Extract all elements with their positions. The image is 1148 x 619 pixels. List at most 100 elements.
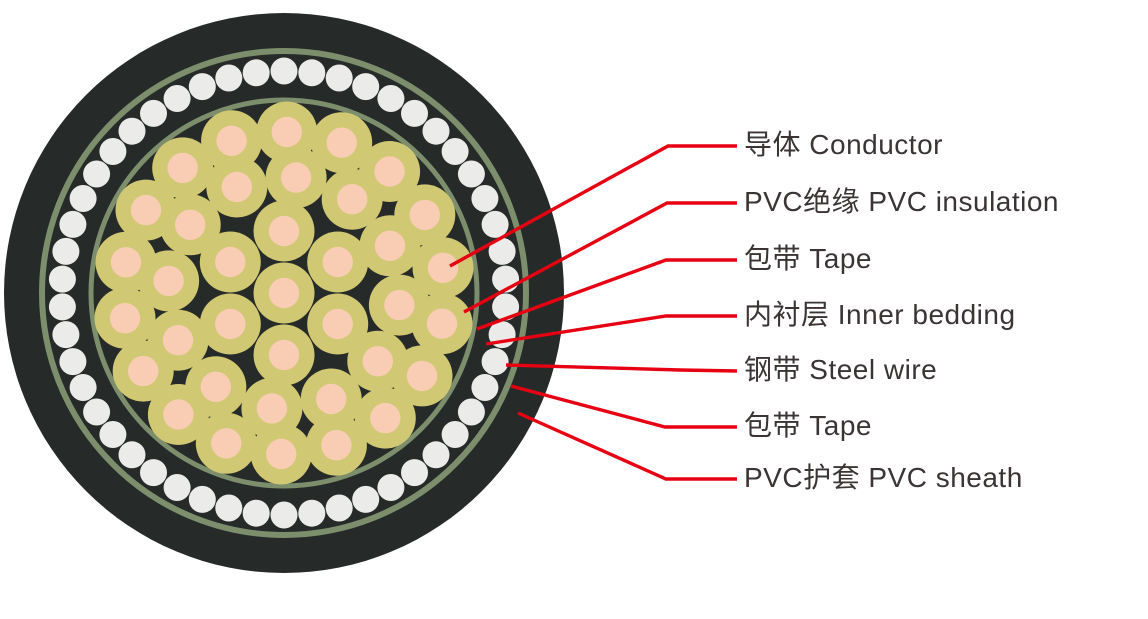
- conductor-core-circle: [130, 194, 162, 226]
- conductor-core-circle: [268, 339, 300, 371]
- steel-wire-bead: [83, 398, 111, 426]
- steel-wire-bead: [441, 138, 469, 165]
- steel-wire-bead: [118, 441, 146, 469]
- steel-wire-bead: [352, 485, 380, 513]
- steel-wire-bead: [163, 474, 191, 501]
- steel-wire-bead: [377, 85, 405, 112]
- steel-wire-bead: [325, 494, 353, 522]
- conductor-core-circle: [322, 308, 353, 340]
- steel-wire-bead: [401, 99, 428, 127]
- steel-wire-bead: [99, 138, 127, 165]
- steel-wire-bead: [83, 160, 111, 188]
- steel-wire-bead: [52, 237, 80, 265]
- callout-line-pvc-insulation: [463, 201, 737, 314]
- conductor-core-circle: [370, 402, 401, 434]
- conductor-core-circle: [426, 308, 458, 339]
- steel-wire-bead: [422, 441, 450, 469]
- conductor-core-circle: [167, 152, 198, 184]
- callout-line-tape-inner: [476, 258, 737, 331]
- steel-wire-bead: [69, 374, 97, 401]
- steel-wire-bead: [481, 210, 509, 238]
- conductor-core-circle: [153, 265, 184, 297]
- callout-line-inner-bedding: [485, 314, 737, 346]
- conductor-core-circle: [163, 399, 194, 430]
- conductor-core-circle: [128, 355, 159, 387]
- conductor-core-circle: [321, 430, 352, 461]
- steel-wire-bead: [242, 59, 270, 87]
- steel-wire-bead: [441, 421, 469, 448]
- callout-line-pvc-sheath: [517, 411, 737, 481]
- steel-wire-bead: [188, 73, 216, 101]
- steel-wire-bead: [140, 459, 167, 487]
- steel-wire-bead: [377, 474, 405, 501]
- steel-wire-bead: [99, 421, 127, 448]
- conductor-core-circle: [374, 156, 405, 187]
- steel-wire-bead: [488, 237, 516, 265]
- conductor-core-circle: [256, 393, 288, 424]
- conductor-core-circle: [384, 289, 415, 321]
- steel-wire-bead: [188, 485, 216, 513]
- steel-wire-bead: [352, 73, 380, 101]
- steel-wire-bead: [270, 57, 298, 85]
- callout-label-tape-inner: 包带 Tape: [744, 242, 872, 274]
- conductor-core-circle: [322, 246, 353, 278]
- steel-wire-bead: [457, 398, 485, 426]
- steel-wire-bead: [52, 321, 80, 349]
- conductor-core-circle: [211, 428, 242, 459]
- callout-label-conductor: 导体 Conductor: [744, 128, 943, 160]
- steel-wire-bead: [422, 117, 450, 145]
- conductor-core-circle: [326, 127, 357, 158]
- callout-line-steel-wire: [505, 363, 738, 373]
- steel-wire-bead: [118, 117, 146, 145]
- steel-wire-bead: [48, 265, 76, 293]
- callout-label-tape-outer: 包带 Tape: [744, 409, 872, 441]
- conductor-core-circle: [362, 346, 393, 377]
- conductor-core-circle: [221, 171, 252, 203]
- conductor-core-circle: [406, 360, 438, 392]
- steel-wire-bead: [492, 293, 520, 321]
- outer-tape-ring: [39, 48, 529, 538]
- steel-wire-bead: [471, 374, 499, 401]
- conductor-core-circle: [162, 325, 194, 356]
- callout-label-pvc-insulation: PVC绝缘 PVC insulation: [744, 185, 1060, 217]
- callout-label-inner-bedding: 内衬层 Inner bedding: [744, 298, 1016, 330]
- callout-label-pvc-sheath: PVC护套 PVC sheath: [744, 461, 1023, 493]
- conductor-core-circle: [266, 438, 297, 470]
- conductor-core-circle: [337, 184, 368, 215]
- steel-wire-bead: [471, 185, 499, 212]
- steel-wire-bead: [163, 85, 191, 112]
- conductor-core-circle: [109, 303, 141, 334]
- inner-tape-ring: [88, 97, 480, 489]
- steel-wire-bead: [298, 59, 326, 87]
- steel-wire-bead: [59, 210, 87, 238]
- steel-wire-bead: [401, 459, 428, 487]
- steel-wire-bead: [481, 348, 509, 376]
- conductor-core-circle: [316, 383, 347, 415]
- conductor-core-circle: [409, 199, 440, 231]
- steel-wire-bead: [325, 64, 353, 92]
- conductor-core-circle: [175, 209, 206, 240]
- steel-wire-bead: [242, 499, 270, 527]
- conductor-core-circle: [271, 116, 302, 148]
- steel-wire-bead: [215, 494, 243, 522]
- steel-wire-bead: [140, 99, 167, 127]
- callout-label-steel-wire: 钢带 Steel wire: [744, 353, 938, 385]
- conductor-core-circle: [268, 215, 300, 247]
- steel-wire-bead: [59, 348, 87, 376]
- conductor-core-circle: [280, 162, 312, 193]
- steel-wire-bead: [69, 185, 97, 212]
- steel-wire-bead: [270, 501, 298, 529]
- conductor-core-circle: [200, 371, 231, 402]
- steel-wire-bead: [298, 499, 326, 527]
- conductor-bundle: [94, 101, 474, 485]
- steel-wire-bead: [215, 64, 243, 92]
- steel-wire-bead: [457, 160, 485, 188]
- callout-leader-lines: [449, 144, 738, 481]
- steel-wire-bead: [48, 293, 76, 321]
- conductor-core-circle: [215, 308, 246, 340]
- conductor-core-circle: [110, 247, 142, 278]
- conductor-core-circle: [427, 252, 459, 283]
- conductor-core-circle: [268, 277, 300, 309]
